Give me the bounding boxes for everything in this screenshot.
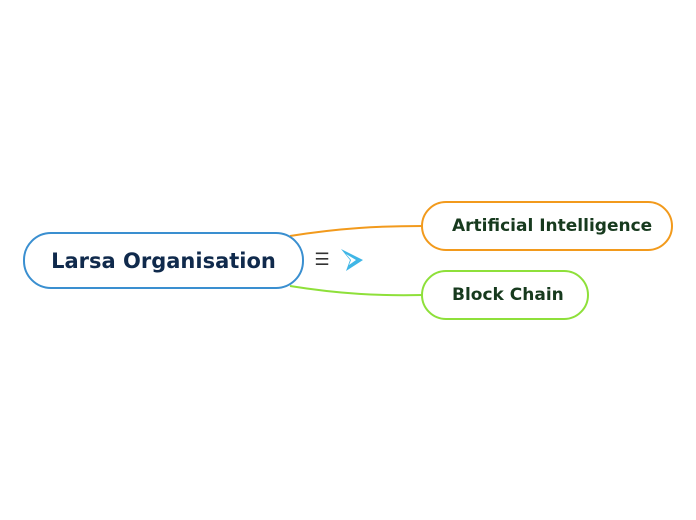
hamburger-menu-icon[interactable]: ☰ [314, 249, 330, 271]
child-node-label: Block Chain [452, 285, 564, 305]
connector-block-chain [289, 285, 424, 297]
root-node[interactable]: Larsa Organisation [23, 232, 304, 289]
child-node-label: Artificial Intelligence [452, 216, 653, 236]
connector-artificial-intelligence [289, 225, 424, 237]
child-node-block-chain[interactable]: Block Chain [421, 270, 589, 320]
menu-glyph: ☰ [314, 250, 330, 270]
root-node-label: Larsa Organisation [51, 248, 276, 273]
play-presentation-icon[interactable] [337, 246, 367, 274]
child-node-artificial-intelligence[interactable]: Artificial Intelligence [421, 201, 673, 251]
